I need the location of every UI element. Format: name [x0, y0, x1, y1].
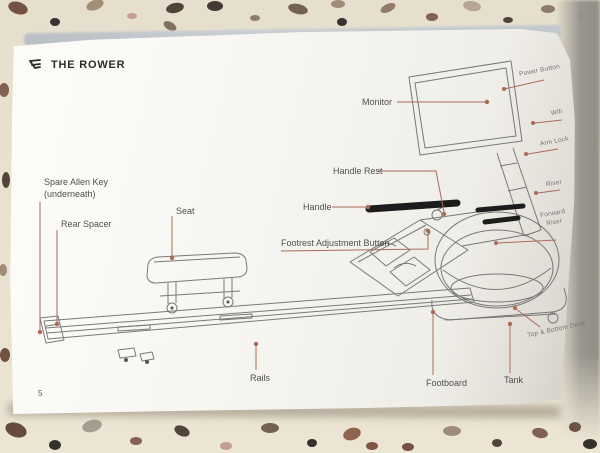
label-footboard: Footboard	[426, 378, 468, 388]
label-handle: Handle	[303, 202, 332, 212]
page-header: THE ROWER	[28, 58, 125, 72]
brand-logo-icon	[28, 58, 43, 72]
label-monitor: Monitor	[362, 97, 393, 107]
label-rear-spacer: Rear Spacer	[61, 219, 112, 229]
page-title: THE ROWER	[51, 59, 126, 71]
label-tank: Tank	[504, 375, 524, 385]
label-seat: Seat	[176, 206, 195, 216]
label-rails: Rails	[250, 373, 271, 383]
page-number: 5	[38, 389, 43, 398]
label-spare-allen-key: Spare Allen Key (underneath)	[44, 177, 109, 200]
label-handle-rest: Handle Rest	[333, 166, 383, 176]
label-footrest-adjustment-button: Footrest Adjustment Button	[281, 238, 390, 248]
